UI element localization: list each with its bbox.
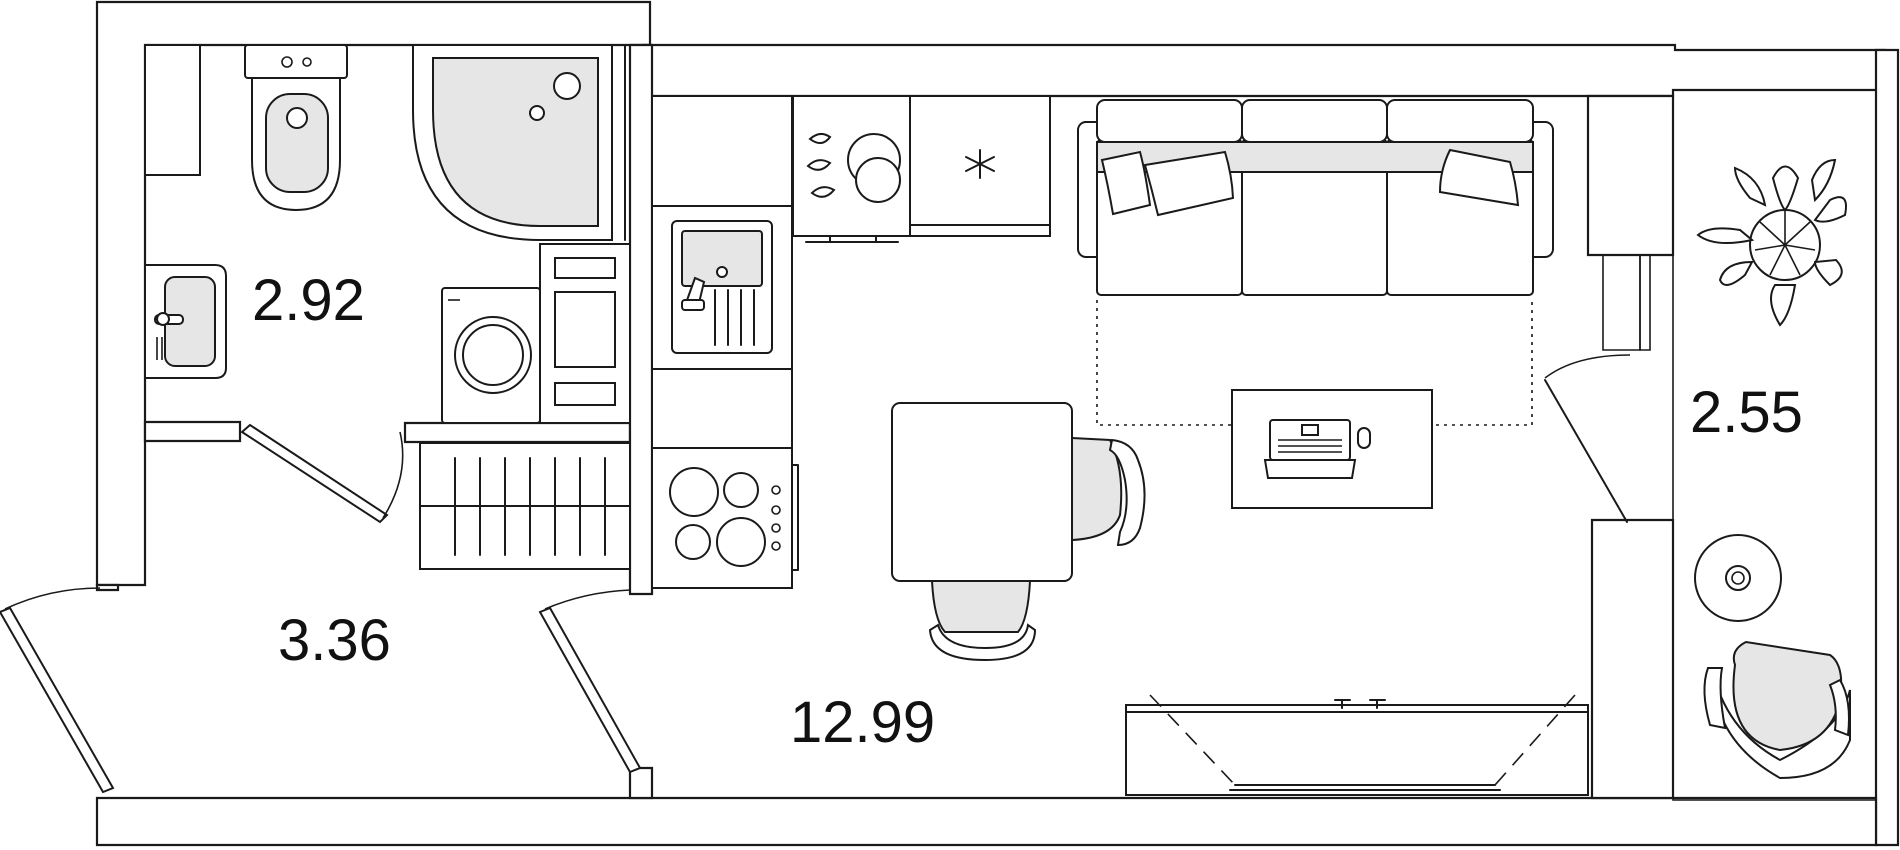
washbasin-icon	[144, 264, 227, 379]
area-label-hallway: 3.36	[278, 608, 391, 673]
plant-icon	[1696, 158, 1847, 327]
fridge-icon	[909, 95, 1051, 237]
chair-icon	[1071, 436, 1146, 547]
washing-machine-icon	[441, 287, 541, 424]
dishwasher-icon	[792, 95, 911, 243]
armchair-icon	[1703, 640, 1851, 780]
hob-icon	[651, 447, 799, 589]
mouse-icon	[1357, 427, 1371, 449]
laptop-icon	[1263, 419, 1357, 479]
chair-icon	[928, 580, 1037, 662]
kitchen-counter	[651, 95, 793, 207]
area-label-balcony: 2.55	[1690, 380, 1803, 445]
shower-tray-icon	[412, 44, 626, 241]
toilet-icon	[244, 44, 348, 212]
sofa-icon	[1077, 99, 1554, 296]
kitchen-counter-2	[651, 368, 793, 449]
kitchen-sink-icon	[651, 205, 793, 370]
cabinet-icon	[539, 243, 631, 424]
side-table-icon	[1694, 534, 1782, 622]
area-label-bathroom: 2.92	[252, 268, 365, 333]
wardrobe-icon	[419, 442, 631, 570]
door-icon	[0, 354, 1631, 794]
dining-table-icon	[891, 402, 1073, 582]
tv-stand-icon	[1125, 694, 1589, 796]
area-label-living-room: 12.99	[790, 690, 935, 755]
